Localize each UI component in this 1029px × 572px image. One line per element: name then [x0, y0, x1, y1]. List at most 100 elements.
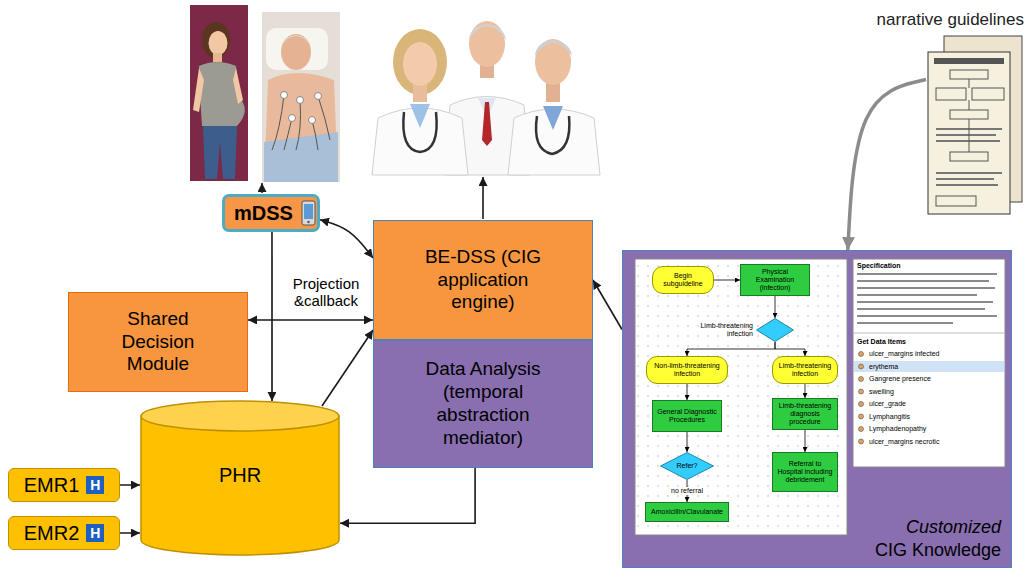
label-wrap: Gangrene presence: [869, 375, 931, 383]
connector: [775, 296, 776, 318]
hospital-icon: H: [86, 524, 104, 542]
action-box: Referral to Hospital including debrideme…: [772, 452, 838, 492]
step-label: Referral to Hospital including debrideme…: [776, 460, 834, 484]
record-box: EMR2H: [8, 516, 120, 550]
decision-diamond: Refer?: [660, 452, 714, 480]
label-wrap: ulcer_grade: [869, 400, 906, 408]
step-label: Refer?: [676, 462, 697, 470]
data-item: ulcer_margins necrotic: [869, 438, 939, 446]
label-wrap: erythema: [869, 363, 898, 371]
label-wrap: ulcer_margins infected: [869, 350, 939, 358]
step-label: Limb-threatening diagnosis procedure: [776, 402, 834, 426]
action-box: Physical Examination (infection): [740, 264, 810, 296]
panel-title: CIG Knowledge: [875, 539, 1001, 562]
connector: [593, 280, 622, 330]
connector: [687, 432, 688, 452]
hospital-icon: H: [86, 476, 104, 494]
connector: [687, 342, 775, 356]
label-wrap: swelling: [869, 388, 894, 396]
separator: [853, 333, 1005, 334]
row-highlight: [854, 361, 1004, 372]
spec-line: [857, 322, 953, 324]
action-box: Limb-threatening diagnosis procedure: [772, 398, 838, 430]
label-wrap: Get Data Items: [857, 338, 906, 346]
analysis-box: Data Analysis (temporal abstraction medi…: [373, 340, 593, 468]
spec-line: [857, 273, 997, 275]
item-icon: [859, 414, 864, 419]
step-label: General Diagnostic Procedures: [656, 408, 718, 424]
step-label: Amoxicillin/Clavulanate: [651, 508, 723, 516]
section-heading: Specification: [857, 262, 901, 270]
label-wrap: ulcer_margins necrotic: [869, 438, 939, 446]
spec-line: [857, 294, 977, 296]
plan-node: Non-limb-threatening infection: [646, 356, 728, 384]
item-icon: [859, 439, 864, 444]
step-label: Limb-threatening infection: [691, 322, 753, 338]
title-wrap: CustomizedCIG Knowledge: [875, 516, 1001, 561]
connector: [848, 80, 926, 251]
decision-diamond: Limb-threatening infection: [756, 318, 794, 342]
data-item: ulcer_margins infected: [869, 350, 939, 358]
step-label: Physical Examination (infection): [744, 268, 806, 292]
connector: [248, 319, 373, 321]
heading-wrap: Limb-threatening infection: [691, 322, 753, 338]
document-image: narrative guidelines: [926, 34, 1024, 216]
spec-line: [857, 301, 993, 303]
connector: [714, 280, 740, 281]
box-label: Shared Decision Module: [99, 308, 217, 376]
connector: [120, 532, 140, 534]
box-label: BE-DSS (CIG application engine): [414, 246, 552, 314]
connector: [322, 330, 373, 406]
connector: [687, 384, 688, 400]
module-box: Shared Decision Module: [68, 292, 248, 392]
record-box: EMR1 H: [8, 468, 120, 502]
patient-photo: [262, 12, 340, 182]
engine-box: BE-DSS (CIG application engine): [373, 220, 593, 340]
edge-label: Projection &callback: [284, 275, 368, 310]
action-box: General Diagnostic Procedures: [652, 400, 722, 432]
spec-line: [857, 287, 995, 289]
spec-panel: [853, 259, 1005, 467]
box-label: PHR: [219, 464, 261, 487]
mobile-dss-box: mDSS: [222, 194, 320, 232]
start-node: Begin subguideline: [652, 266, 714, 294]
connector: [775, 342, 805, 356]
spec-line: [857, 280, 989, 282]
box-label: Data Analysis (temporal abstraction medi…: [414, 358, 552, 449]
label-wrap: Lymphadenopathy: [869, 425, 926, 433]
grid-dots: [635, 259, 847, 535]
box-label: mDSS: [234, 202, 293, 225]
data-item: ulcer_grade: [869, 400, 906, 408]
connector: [120, 484, 140, 486]
phone-icon: [301, 200, 316, 226]
data-item: erythema: [869, 363, 898, 371]
panel-title: Customized: [875, 516, 1001, 539]
connector: [271, 232, 273, 401]
knowledge-panel: CustomizedCIG Knowledge Begin subguidelin…: [622, 250, 1012, 568]
box-label: EMR1: [24, 474, 80, 497]
label-wrap: Specification: [857, 262, 901, 270]
item-icon: [859, 389, 864, 394]
step-label: Begin subguideline: [656, 272, 710, 288]
step-label: Non-limb-threatening infection: [650, 362, 724, 378]
heading-wrap: narrative guidelines: [877, 10, 1024, 30]
connector: [320, 220, 373, 258]
item-icon: [859, 352, 864, 357]
action-box: Amoxicillin/Clavulanate: [645, 502, 729, 522]
edge-label: no referral: [669, 487, 705, 495]
database-cylinder: PHR: [140, 400, 340, 556]
edge-label-wrap: no referral: [669, 487, 705, 495]
heading-text: narrative guidelines: [877, 10, 1024, 30]
connector: [340, 468, 475, 523]
item-icon: [859, 377, 864, 382]
spec-line: [857, 315, 997, 317]
doctors-photo: [372, 21, 600, 175]
item-icon: [859, 427, 864, 432]
data-item: Gangrene presence: [869, 375, 931, 383]
edge-label-wrap: Projection &callback: [284, 275, 368, 310]
diamond-shape: [756, 318, 794, 342]
item-icon: [859, 364, 864, 369]
flowchart-canvas: [635, 259, 847, 535]
patient-photo: [190, 5, 248, 181]
connector: [805, 384, 806, 398]
